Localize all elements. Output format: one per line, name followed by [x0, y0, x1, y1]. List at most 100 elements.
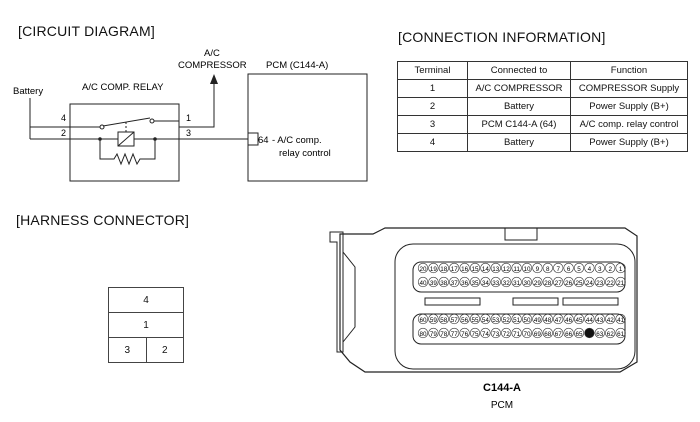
connector-pin-label: 18 [440, 266, 448, 273]
connector-pin-label: 61 [617, 331, 625, 338]
harness-cell-4: 4 [108, 287, 184, 313]
connector-pin-label: 40 [419, 280, 427, 287]
connector-pin-label: 6 [567, 266, 571, 273]
connector-pin [438, 327, 449, 339]
switch-contact-right [149, 118, 155, 124]
connector-pin-label: 46 [565, 317, 573, 324]
pcm-box [247, 73, 368, 182]
connector-pin-label: 66 [565, 331, 573, 338]
connector-pin-label: 43 [596, 317, 604, 324]
connector-pin [511, 313, 522, 325]
pcm-pin-label: 64 [258, 135, 269, 146]
connector-pin-label: 67 [555, 331, 563, 338]
connector-pin [449, 327, 460, 339]
resistor [99, 139, 156, 166]
connector-pin-label: 25 [575, 280, 583, 287]
connector-pin-label: 79 [430, 331, 438, 338]
compressor-wire [179, 82, 215, 128]
connector-pin [563, 276, 574, 288]
connector-pin-label: 4 [588, 266, 592, 273]
connector-pin-label: 77 [451, 331, 459, 338]
connector-pin-label: 9 [536, 266, 540, 273]
table-cell: A/C COMPRESSOR [467, 79, 571, 98]
table-cell: Battery [467, 133, 571, 152]
connector-pin-label: 44 [586, 317, 594, 324]
table-cell: COMPRESSOR Supply [570, 79, 688, 98]
connector-pin [469, 276, 481, 288]
connector-pin [438, 313, 449, 325]
connector-pin-label: 8 [546, 266, 550, 273]
relay-title: A/C COMP. RELAY [82, 82, 164, 93]
connector-pin [532, 313, 543, 325]
connector-pin-label: 73 [492, 331, 500, 338]
connector-pin-label: 70 [523, 331, 531, 338]
upper-pin-block [412, 261, 626, 293]
connector-pin [480, 276, 491, 288]
connector-pin [511, 262, 522, 274]
header-function: Function [570, 61, 688, 80]
connector-pin [521, 276, 533, 288]
connector-pin-label: 42 [607, 317, 615, 324]
connector-pin [417, 262, 429, 274]
connector-pin [605, 327, 616, 339]
connector-pin-label: 76 [461, 331, 469, 338]
battery-label: Battery [13, 86, 43, 97]
connector-pin [469, 327, 481, 339]
connector-pin-label: 13 [492, 266, 500, 273]
connector-pin [615, 327, 626, 339]
key-slot-2 [512, 297, 559, 306]
table-cell: Power Supply (B+) [570, 97, 688, 116]
connector-pin [511, 327, 522, 339]
key-slot-3 [562, 297, 619, 306]
connector-pin-label: 19 [430, 266, 438, 273]
compressor-arrow [210, 74, 218, 84]
connector-pin [480, 327, 491, 339]
connector-pin [532, 327, 543, 339]
pin3-label: 3 [186, 128, 191, 138]
connector-pin-label: 59 [430, 317, 438, 324]
connector-pin-label: 78 [440, 331, 448, 338]
table-cell: 2 [397, 97, 468, 116]
connector-pin [417, 327, 429, 339]
connector-pin [428, 327, 439, 339]
connector-pin [573, 313, 585, 325]
connector-pin-label: 45 [575, 317, 583, 324]
connector-pin-label: 38 [440, 280, 448, 287]
pcm-title: PCM (C144-A) [266, 60, 328, 71]
connector-pin [553, 327, 564, 339]
connector-pin-label: 12 [503, 266, 511, 273]
connector-pin-label: 33 [492, 280, 500, 287]
connector-pin [553, 262, 564, 274]
pin2-label: 2 [61, 128, 66, 138]
switch-contact-left [99, 124, 105, 130]
table-cell: 3 [397, 115, 468, 134]
connector-pin [449, 313, 460, 325]
connector-pin [428, 276, 439, 288]
connector-pin [563, 313, 574, 325]
connector-pin [573, 262, 585, 274]
connector-pin-label: 75 [471, 331, 479, 338]
circuit-diagram: A/C COMP. RELAY Battery 4 2 1 3 A/C COMP… [13, 48, 368, 182]
key-slot-1 [424, 297, 481, 306]
connector-pin-label: 1 [619, 266, 623, 273]
pin4-label: 4 [61, 113, 66, 123]
header-terminal: Terminal [397, 61, 468, 80]
harness-cell-3: 3 [108, 337, 147, 363]
connector-pin [532, 276, 543, 288]
connector-pin-label: 32 [503, 280, 511, 287]
connector-pin [594, 313, 605, 325]
connector-pin-label: 37 [451, 280, 459, 287]
connector-pin-label: 63 [596, 331, 604, 338]
connector-pin-label: 27 [555, 280, 563, 287]
connector-pin [594, 262, 605, 274]
connector-pin [584, 313, 595, 325]
connector-pin [501, 313, 512, 325]
connector-pin-label: 69 [534, 331, 542, 338]
connector-pin-label: 80 [419, 331, 427, 338]
connector-pin-label: 54 [482, 317, 490, 324]
connector-pin [511, 276, 522, 288]
table-cell: A/C comp. relay control [570, 115, 688, 134]
table-cell: 4 [397, 133, 468, 152]
